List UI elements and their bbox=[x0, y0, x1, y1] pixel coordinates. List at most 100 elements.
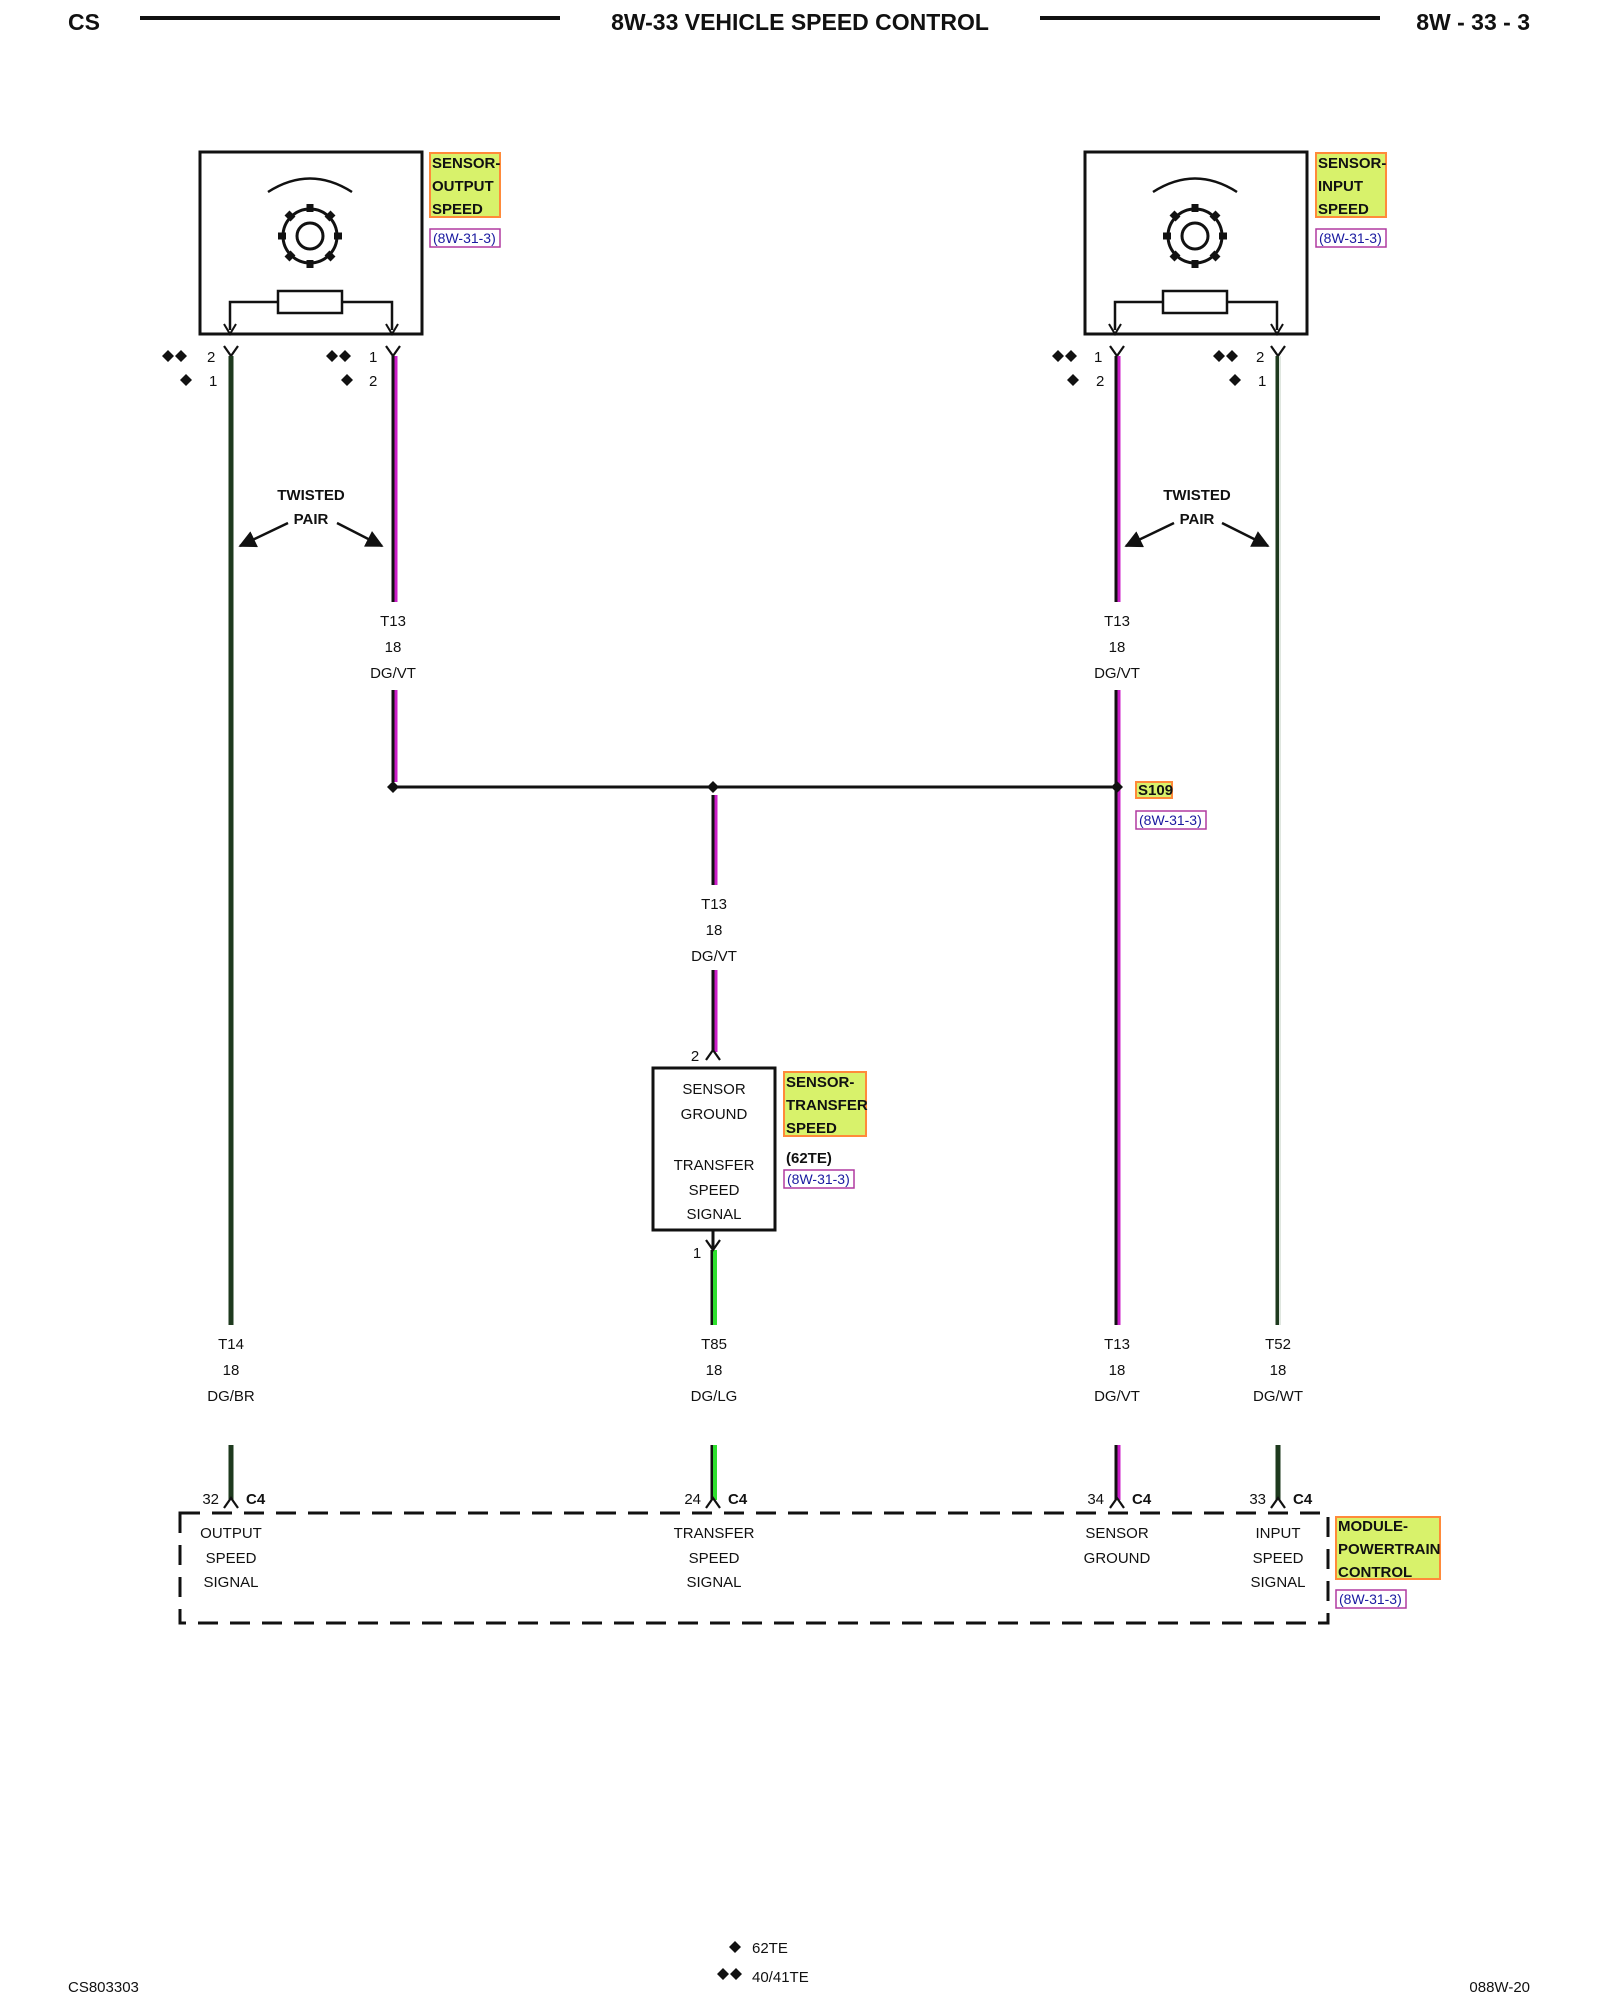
transfer-sensor-inner-6: SIGNAL bbox=[686, 1206, 741, 1223]
input-sensor-name-highlight bbox=[1315, 152, 1387, 218]
input-sensor-name-1: SENSOR- bbox=[1318, 155, 1386, 172]
twisted-pair-arrow bbox=[336, 521, 384, 548]
connector-symbol bbox=[1270, 1496, 1286, 1509]
transfer-sensor-inner-2: GROUND bbox=[681, 1106, 748, 1123]
output-speed-sensor bbox=[198, 150, 424, 336]
pin-label: 2 bbox=[369, 373, 377, 390]
input-sensor-arc bbox=[1152, 177, 1238, 194]
output-sensor-name-highlight bbox=[429, 152, 501, 218]
pcm-pin-func-1: SENSOR bbox=[1085, 1525, 1149, 1542]
output-sensor-arc bbox=[267, 177, 353, 194]
wire-label-ground-lower: T13 18 DG/VT bbox=[1094, 1336, 1140, 1405]
transfer-sensor-box bbox=[651, 1066, 777, 1232]
wire-circuit: T52 bbox=[1265, 1336, 1291, 1353]
input-sensor-ref-box[interactable] bbox=[1315, 228, 1387, 248]
header-section-code: CS bbox=[68, 9, 100, 35]
pcm-name-2: POWERTRAIN bbox=[1338, 1541, 1441, 1558]
wire-circuit: T13 bbox=[1104, 613, 1130, 630]
transfer-connector-top bbox=[705, 1048, 721, 1061]
single-diamond-icon bbox=[1067, 374, 1079, 386]
transfer-sensor-inner-5: SPEED bbox=[689, 1182, 740, 1199]
pcm-connector: C4 bbox=[1132, 1491, 1152, 1508]
pcm-connector: C4 bbox=[728, 1491, 748, 1508]
pin-label: 2 bbox=[1096, 373, 1104, 390]
pcm-box bbox=[178, 1511, 1330, 1625]
connector-symbol bbox=[705, 1496, 721, 1509]
pcm-pin-func-2: SPEED bbox=[206, 1550, 257, 1567]
double-diamond-icon bbox=[1052, 350, 1077, 362]
wire-color: DG/BR bbox=[207, 1388, 255, 1405]
connector-symbol bbox=[223, 1496, 239, 1509]
twisted-pair-label-1: TWISTED bbox=[1163, 487, 1231, 504]
pin-label: 2 bbox=[1256, 349, 1264, 366]
wire-color: DG/VT bbox=[1094, 665, 1140, 682]
input-sensor-ref-link[interactable]: (8W-31-3) bbox=[1319, 230, 1382, 246]
resistor-icon bbox=[1161, 289, 1229, 315]
output-sensor-ref-link[interactable]: (8W-31-3) bbox=[433, 230, 496, 246]
transfer-sensor-name-3: SPEED bbox=[786, 1120, 837, 1137]
wire-color: DG/VT bbox=[691, 948, 737, 965]
pcm-pin-32: 32 C4 OUTPUT SPEED SIGNAL bbox=[200, 1491, 266, 1591]
splice-name: S109 bbox=[1138, 782, 1173, 799]
single-diamond-icon bbox=[1229, 374, 1241, 386]
double-diamond-icon bbox=[1213, 350, 1238, 362]
output-sensor-pin-labels: 2 1 1 2 bbox=[162, 349, 377, 390]
wire-label-transfer-upper: T13 18 DG/VT bbox=[691, 896, 737, 965]
wire-input-speed-signal bbox=[1275, 356, 1281, 1500]
transfer-sensor-ref-box[interactable] bbox=[783, 1169, 855, 1189]
transfer-sensor-inner-4: TRANSFER bbox=[674, 1157, 755, 1174]
wire-gauge: 18 bbox=[706, 1362, 723, 1379]
transfer-sensor-pin-bottom: 1 bbox=[693, 1245, 701, 1262]
pcm-ref-link[interactable]: (8W-31-3) bbox=[1339, 1591, 1402, 1607]
page-title: 8W-33 VEHICLE SPEED CONTROL bbox=[611, 9, 989, 35]
input-speed-sensor bbox=[1083, 150, 1309, 336]
pin-label: 1 bbox=[369, 349, 377, 366]
pcm-pin-33: 33 C4 INPUT SPEED SIGNAL bbox=[1249, 1491, 1313, 1591]
sensor-connector-symbols bbox=[223, 345, 1286, 358]
wire-color: DG/VT bbox=[370, 665, 416, 682]
wire-gauge: 18 bbox=[1270, 1362, 1287, 1379]
transfer-sensor-name-2: TRANSFER bbox=[786, 1097, 868, 1114]
splice-junction-dots bbox=[387, 781, 1123, 793]
pin-label: 1 bbox=[1258, 373, 1266, 390]
pcm-name-3: CONTROL bbox=[1338, 1564, 1412, 1581]
output-sensor-ref-box[interactable] bbox=[429, 228, 501, 248]
pcm-pin-number: 34 bbox=[1087, 1491, 1104, 1508]
transfer-sensor-inner-1: SENSOR bbox=[682, 1081, 746, 1098]
twisted-pair-label-1: TWISTED bbox=[277, 487, 345, 504]
pcm-pin-func-1: OUTPUT bbox=[200, 1525, 262, 1542]
double-diamond-icon bbox=[326, 350, 351, 362]
wire-label-transfer-lower: T85 18 DG/LG bbox=[691, 1336, 738, 1405]
transfer-sensor-ref-link[interactable]: (8W-31-3) bbox=[787, 1171, 850, 1187]
wire-gauge: 18 bbox=[1109, 639, 1126, 656]
wire-output-sensor-ground bbox=[391, 356, 398, 782]
pin-label: 2 bbox=[207, 349, 215, 366]
pcm-pin-34: 34 C4 SENSOR GROUND bbox=[1084, 1491, 1152, 1567]
wire-circuit: T13 bbox=[380, 613, 406, 630]
splice-ref-box[interactable] bbox=[1135, 810, 1207, 830]
pin-label: 1 bbox=[1094, 349, 1102, 366]
resistor-icon bbox=[276, 289, 344, 315]
input-sensor-pin-labels: 1 2 2 1 bbox=[1052, 349, 1266, 390]
pcm-connector: C4 bbox=[1293, 1491, 1313, 1508]
pcm-pin-number: 24 bbox=[684, 1491, 701, 1508]
pcm-pin-func-2: SPEED bbox=[1253, 1550, 1304, 1567]
wire-transfer-speed-signal bbox=[710, 1250, 717, 1500]
wire-input-sensor-ground bbox=[1114, 356, 1121, 1500]
wire-circuit: T13 bbox=[1104, 1336, 1130, 1353]
double-diamond-icon bbox=[717, 1968, 742, 1980]
pcm-pin-number: 33 bbox=[1249, 1491, 1266, 1508]
page-number: 8W - 33 - 3 bbox=[1416, 9, 1530, 35]
wire-gauge: 18 bbox=[385, 639, 402, 656]
pcm-ref-box[interactable] bbox=[1335, 1589, 1407, 1609]
single-diamond-icon bbox=[341, 374, 353, 386]
twisted-pair-label-2: PAIR bbox=[1180, 511, 1215, 528]
pcm-pin-func-3: SIGNAL bbox=[203, 1574, 258, 1591]
splice-ref-link[interactable]: (8W-31-3) bbox=[1139, 812, 1202, 828]
transfer-sensor-pin-top: 2 bbox=[691, 1048, 699, 1065]
legend: 62TE 40/41TE bbox=[717, 1940, 809, 1986]
gear-icon bbox=[278, 204, 342, 268]
transfer-sensor-name-highlight bbox=[783, 1071, 867, 1137]
wire-label-output-lower: T14 18 DG/BR bbox=[207, 1336, 255, 1405]
